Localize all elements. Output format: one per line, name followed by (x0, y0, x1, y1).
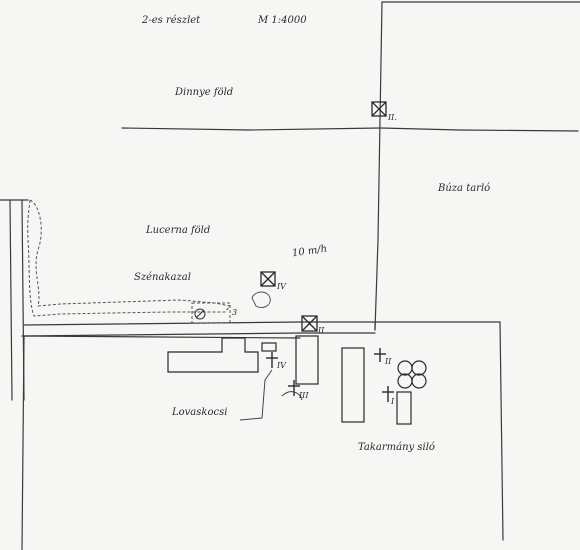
marker-box-road (301, 315, 318, 332)
field-lucerne-label: Lucerna föld (146, 225, 211, 236)
haystack-symbol (194, 308, 206, 320)
scale-label: M 1:4000 (258, 15, 307, 26)
road-left-outer (9, 199, 13, 401)
detail-label: 2-es részlet (142, 15, 201, 26)
cross-marker-1 (266, 352, 278, 368)
haystack-blob (251, 291, 271, 309)
silo-circles (397, 360, 427, 389)
cross2-label: III (299, 391, 309, 400)
yard-boundary-top (21, 335, 301, 339)
field-boundary-vertical (374, 1, 383, 331)
hedge-strip (27, 199, 231, 317)
small-tower (396, 391, 412, 425)
field-melon-label: Dinnye föld (175, 87, 234, 98)
haystack-label: Szénakazal (134, 272, 191, 283)
cross1-label: IV (277, 361, 286, 370)
cart-pointer (239, 369, 273, 421)
horse-cart-label: Lovaskocsi (172, 407, 228, 418)
cross-marker-3 (374, 348, 386, 362)
haystack-area (191, 302, 231, 324)
cross4-label: I (391, 397, 395, 406)
marker-top-label: II. (388, 113, 397, 122)
haystack-id: 3 (232, 308, 238, 317)
marker-box-mid (260, 271, 276, 287)
fodder-silo-label: Takarmány siló (358, 442, 435, 453)
cart-icon-box (261, 342, 277, 352)
field-wheat-label: Búza tarló (438, 183, 491, 194)
marker-road-label: II (318, 326, 325, 335)
marker-mid-label: IV (277, 282, 286, 291)
cross-marker-2 (288, 380, 300, 396)
yard-boundary-left (21, 335, 25, 550)
silo-building (341, 347, 365, 423)
yard-boundary-right (374, 321, 504, 541)
main-building (167, 337, 259, 373)
shed-building (295, 335, 319, 385)
field-boundary-horizontal (121, 127, 579, 132)
cross-marker-4 (382, 386, 394, 402)
cross3-label: II (385, 357, 392, 366)
marker-box-top (371, 101, 387, 117)
